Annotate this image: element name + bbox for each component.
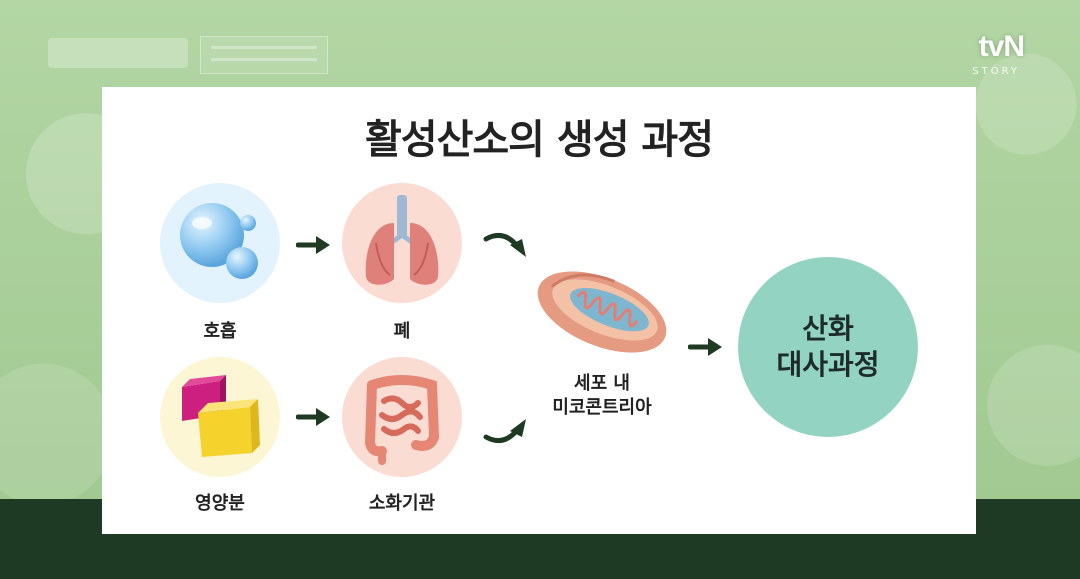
result-line2: 대사과정 — [776, 348, 880, 381]
caption-box — [200, 36, 328, 74]
respiration-node — [160, 183, 280, 303]
channel-logo: tvN — [978, 30, 1025, 63]
diagram-title: 활성산소의 생성 과정 — [364, 117, 714, 163]
digestive-label: 소화기관 — [368, 493, 436, 514]
arrow-curved-up-icon — [483, 419, 526, 444]
cube-icon — [182, 375, 260, 457]
nutrient-node — [160, 357, 280, 477]
arrow-right-icon — [296, 236, 330, 254]
respiration-label: 호흡 — [203, 321, 237, 342]
channel-sub-logo: STORY — [972, 66, 1020, 77]
digestive-node — [342, 357, 462, 477]
nutrient-label: 영양분 — [195, 493, 245, 514]
mitochondria-label-line1: 세포 내 — [574, 373, 630, 394]
mitochondria-label-line2: 미코콘트리아 — [552, 397, 652, 418]
show-logo — [48, 38, 188, 68]
oxidation-metabolism-node: 산화 대사과정 — [738, 257, 918, 437]
arrow-right-icon — [688, 338, 722, 356]
lung-label: 폐 — [393, 321, 411, 342]
bubble-icon — [180, 203, 258, 279]
arrow-curved-down-icon — [483, 232, 526, 257]
diagram-card: 활성산소의 생성 과정 호흡 폐 — [102, 87, 976, 534]
lung-node — [342, 183, 462, 303]
intestine-icon — [364, 375, 440, 465]
mitochondria-node — [522, 257, 682, 367]
lung-icon — [365, 195, 439, 285]
arrow-right-icon — [296, 408, 330, 426]
mitochondria-icon — [537, 271, 667, 353]
result-line1: 산화 — [802, 312, 854, 345]
